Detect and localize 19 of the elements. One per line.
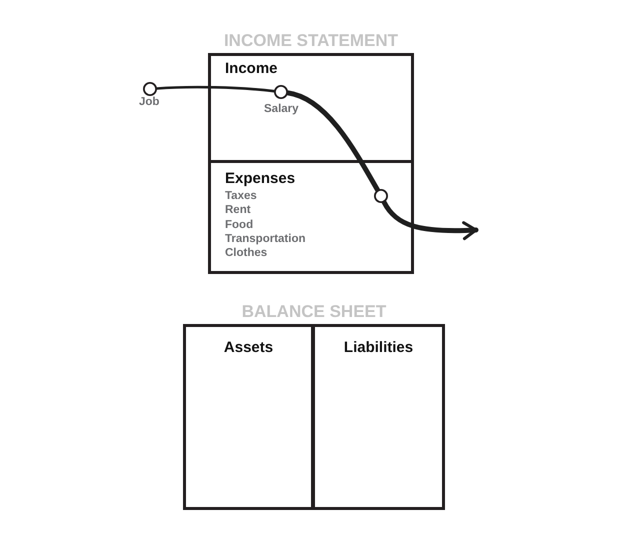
list-item: Clothes xyxy=(225,247,268,260)
circle-node xyxy=(274,85,288,99)
section-heading: Expenses xyxy=(225,170,296,187)
list-item: Food xyxy=(225,218,254,232)
section-heading: Assets xyxy=(224,339,274,356)
circle-node xyxy=(374,189,388,203)
node-caption: Job xyxy=(139,96,160,109)
list-item: Rent xyxy=(225,204,251,218)
flow-line xyxy=(156,86,276,92)
list-item: Transportation xyxy=(225,232,306,246)
node-caption: Salary xyxy=(264,103,299,116)
section-heading: Income xyxy=(225,60,278,77)
list-item: Taxes xyxy=(225,190,257,203)
table-title: BALANCE SHEET xyxy=(242,302,386,322)
circle-node xyxy=(143,82,157,96)
table-title: INCOME STATEMENT xyxy=(224,31,398,51)
section-heading: Liabilities xyxy=(344,339,414,356)
flow-line xyxy=(285,90,380,192)
flow-arrow xyxy=(382,200,478,240)
